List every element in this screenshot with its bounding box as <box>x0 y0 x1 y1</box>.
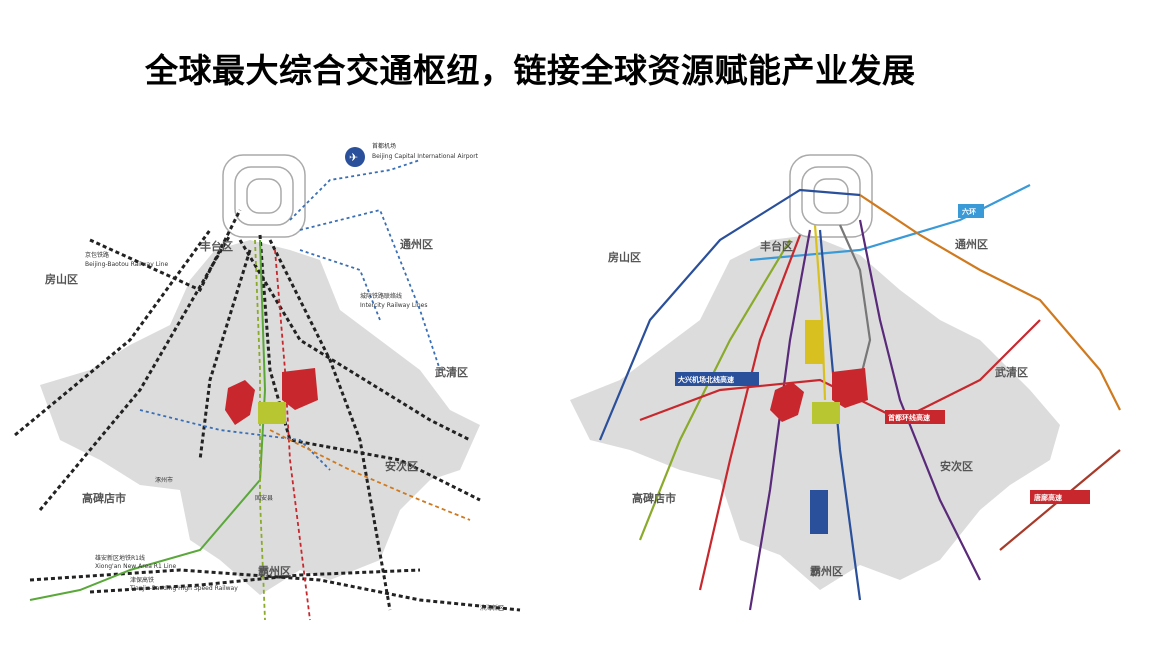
jingxiong-line <box>638 239 791 541</box>
district-wuqing: 武清区 <box>995 365 1028 379</box>
dashed-rails <box>14 209 521 612</box>
badge-tanglang: 唐廊高速 <box>1030 490 1090 504</box>
svg-text:唐廊高速: 唐廊高速 <box>1034 493 1062 502</box>
daxing-airport-zone <box>770 382 804 422</box>
rail-network-map: ✈ 首都机场 Beijing Capital International Air… <box>0 140 540 640</box>
district-binhai: 滨海新区 <box>480 604 504 612</box>
district-fangshan: 房山区 <box>45 272 78 286</box>
svg-text:大兴机场北线高速: 大兴机场北线高速 <box>678 375 734 384</box>
ring-road <box>222 154 306 238</box>
xiongan-label-cn: 雄安新区地铁R1线 <box>95 554 145 562</box>
jingtai-line <box>858 219 981 581</box>
district-bazhou: 霸州区 <box>810 565 843 578</box>
page-title: 全球最大综合交通枢纽，链接全球资源赋能产业发展 <box>145 51 916 90</box>
rail-map-svg: ✈ 首都机场 Beijing Capital International Air… <box>14 142 521 621</box>
badge-ring: 首都环线高速 <box>885 410 945 424</box>
daxing-airport-zone <box>225 380 255 425</box>
xiongan-label-en: Xiong'an New Area R1 Line <box>95 563 177 570</box>
svg-text:六环: 六环 <box>962 207 976 216</box>
badge-sixth-ring: 六环 <box>958 204 984 218</box>
airport-center-zone <box>812 402 840 424</box>
district-zhuozhou: 涿州市 <box>155 476 173 484</box>
badge-xinjichang <box>805 320 823 364</box>
svg-text:首都环线高速: 首都环线高速 <box>888 413 930 422</box>
district-wuqing: 武清区 <box>435 365 468 379</box>
airport-name-en: Beijing Capital International Airport <box>372 153 479 160</box>
xiongan-r1-line <box>29 239 267 601</box>
district-tongzhou: 通州区 <box>955 238 988 251</box>
intercity-label-en: Intercity Railway Lines <box>360 302 427 309</box>
capital-airport: ✈ 首都机场 Beijing Capital International Air… <box>345 142 479 167</box>
airplane-icon <box>345 147 365 167</box>
jingkou-line <box>598 188 861 441</box>
badge-jingkai <box>810 490 828 534</box>
orange-line <box>859 194 1121 411</box>
district-gaobeidian: 高碑店市 <box>82 491 126 505</box>
suburban-s6-line <box>254 239 266 621</box>
airport-name-cn: 首都机场 <box>372 142 396 150</box>
expressway-map-svg: 丰台区 通州区 房山区 武清区 安次区 高碑店市 霸州区 六环 大兴机场北线高速… <box>570 154 1121 611</box>
district-anci: 安次区 <box>385 459 418 473</box>
langfang-zone <box>832 368 868 408</box>
district-gaobeidian: 高碑店市 <box>632 491 676 505</box>
expressway-network-map: 丰台区 通州区 房山区 武清区 安次区 高碑店市 霸州区 六环 大兴机场北线高速… <box>560 140 1153 640</box>
langfang-zone <box>282 368 318 410</box>
intercity-label-cn: 城际铁路联络线 <box>360 292 402 300</box>
jingbao-label-en: Beijing-Baotou Railway Line <box>85 261 168 268</box>
district-anci: 安次区 <box>940 459 973 473</box>
badge-daxing-north: 大兴机场北线高速 <box>675 372 759 386</box>
district-tongzhou: 通州区 <box>400 238 433 251</box>
svg-text:✈: ✈ <box>349 151 358 164</box>
airport-center-zone <box>258 402 286 424</box>
jinbao-label-en: Tianjin-Baoding High Speed Railway <box>129 585 238 592</box>
district-bazhou: 霸州区 <box>258 565 291 578</box>
district-fangshan: 房山区 <box>608 250 641 264</box>
jinjing-intercity-line <box>269 429 471 521</box>
jinggang-line <box>698 234 802 591</box>
intercity-lines <box>139 159 441 471</box>
district-gu: 固安县 <box>255 494 273 502</box>
jinbao-label-cn: 津保高铁 <box>130 576 154 584</box>
district-fengtai: 丰台区 <box>760 239 793 253</box>
jingbao-label-cn: 京包铁路 <box>85 251 109 259</box>
district-fengtai: 丰台区 <box>200 239 233 253</box>
gray-road <box>838 224 872 381</box>
